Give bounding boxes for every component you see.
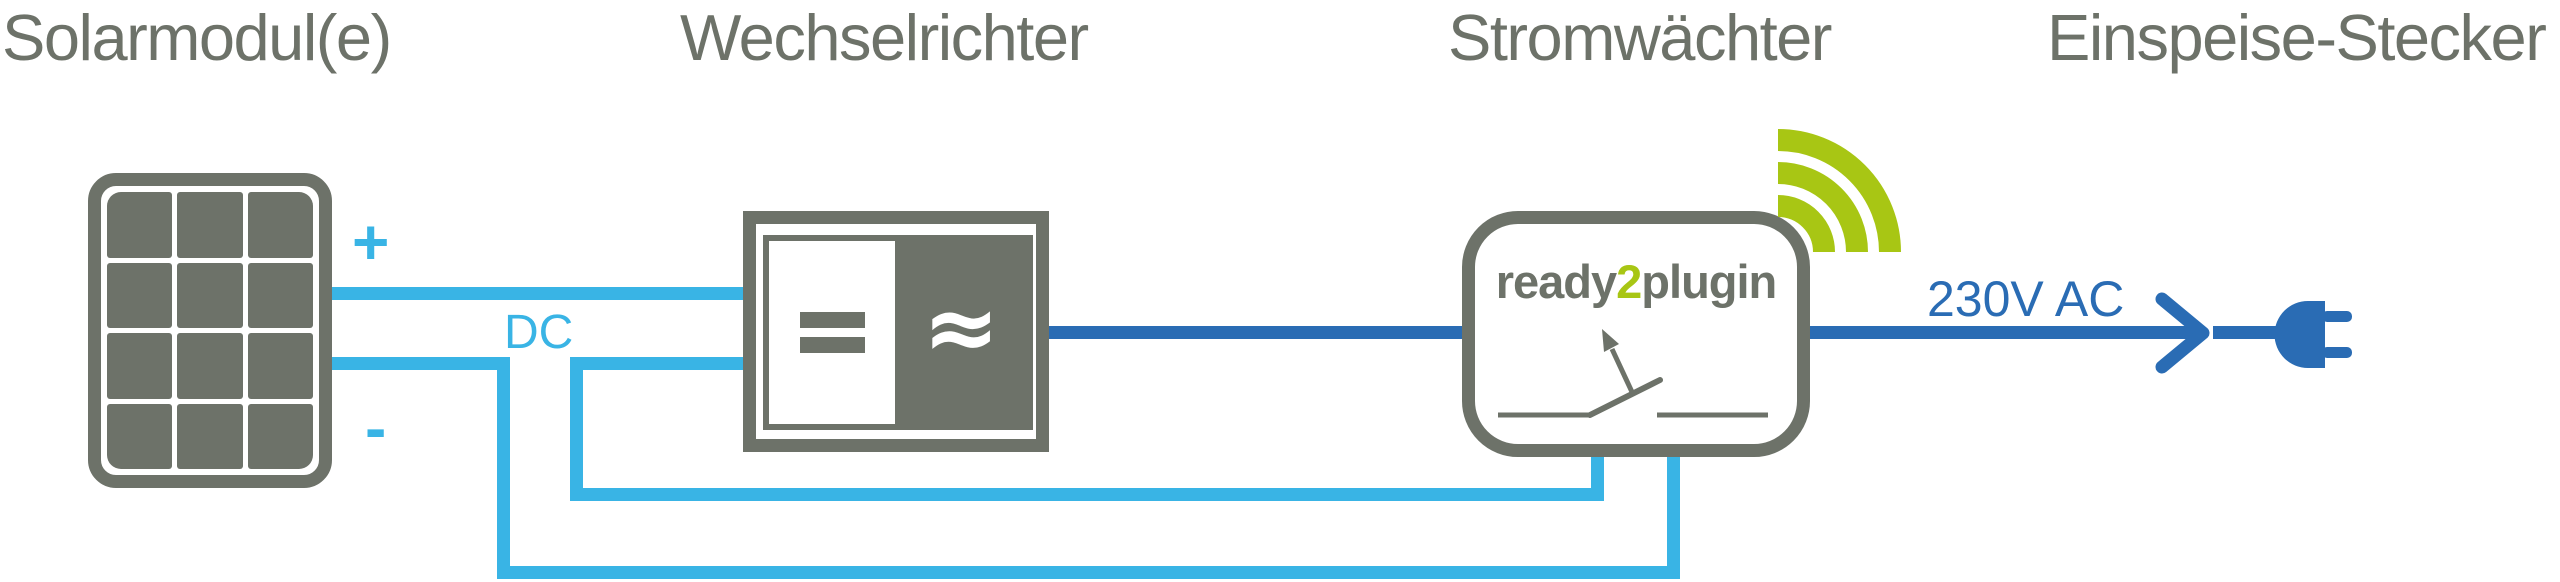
solar-cell — [177, 403, 243, 469]
brand-suffix: plugin — [1641, 255, 1777, 308]
solar-panel-icon — [88, 173, 332, 488]
dc-return-wire-horizontal — [570, 357, 743, 370]
dc-minus-wire-horizontal — [332, 357, 510, 370]
solar-cell — [107, 192, 173, 258]
dc-return-wire-bottom — [570, 488, 1604, 501]
dc-minus-wire-monitor-stub — [1667, 455, 1680, 579]
brand-digit: 2 — [1616, 255, 1642, 308]
plus-label: + — [352, 206, 390, 278]
header-inverter: Wechselrichter — [680, 1, 1089, 74]
solar-cell — [107, 333, 173, 399]
solar-cell — [247, 192, 313, 258]
header-feed-in-plug: Einspeise-Stecker — [2047, 1, 2547, 74]
ac-wire-arrow-to-plug — [2213, 326, 2277, 339]
solar-cell — [107, 403, 173, 469]
power-monitor-box — [1462, 211, 1810, 457]
dc-minus-wire-bottom — [497, 566, 1680, 579]
header-power-monitor: Stromwächter — [1448, 1, 1832, 74]
minus-label: - — [365, 392, 387, 464]
ac-wire-monitor-to-arrow — [1810, 326, 2198, 339]
dc-equals-icon — [769, 241, 895, 424]
inverter-symbol-box: ≈ — [763, 235, 1033, 430]
brand-logo: ready2plugin — [1462, 258, 1810, 305]
dc-plus-wire — [332, 287, 743, 300]
header-solar-module: Solarmodul(e) — [2, 1, 392, 74]
ac-wire-inverter-to-monitor — [1043, 326, 1462, 339]
solar-cell — [107, 262, 173, 328]
solar-cell — [247, 333, 313, 399]
solar-cell — [247, 262, 313, 328]
plug-icon — [2274, 301, 2352, 368]
dc-return-wire-vertical — [570, 357, 583, 501]
solar-cell — [177, 333, 243, 399]
dc-return-wire-monitor-stub — [1591, 455, 1604, 501]
dc-label: DC — [504, 306, 574, 359]
brand-prefix: ready — [1495, 255, 1617, 308]
solar-cell — [247, 403, 313, 469]
solar-cell — [177, 262, 243, 328]
ac-230v-label: 230V AC — [1927, 271, 2125, 327]
solar-panel-cells — [107, 192, 313, 469]
dc-minus-wire-vertical — [497, 357, 510, 579]
ac-tilde-icon: ≈ — [895, 241, 1027, 424]
solar-cell — [177, 192, 243, 258]
